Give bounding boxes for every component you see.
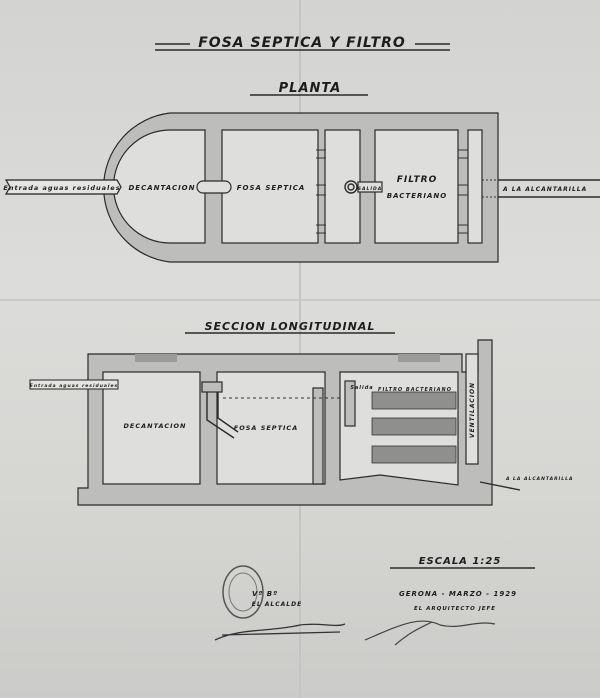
plan-heading: PLANTA bbox=[279, 81, 342, 96]
filter-gravel-layer bbox=[371, 391, 457, 410]
section-filter-label: FILTRO BACTERIANO bbox=[378, 387, 452, 393]
plan-view: Entrada aguas residuales DECANTACION FOS… bbox=[3, 112, 600, 263]
mayor-label: EL ALCALDE bbox=[252, 601, 302, 608]
drawing-title: FOSA SEPTICA Y FILTRO bbox=[155, 35, 450, 51]
section-sewer-label: A LA ALCANTARILLA bbox=[505, 476, 573, 482]
section-outlet-label: Salida bbox=[350, 385, 373, 391]
inlet-label-box bbox=[29, 379, 119, 390]
plan-decantation-label: DECANTACION bbox=[129, 184, 196, 192]
plan-filter-label: FILTRO bbox=[397, 175, 437, 185]
scale-label: ESCALA 1:25 bbox=[419, 556, 502, 567]
place-date-label: GERONA - MARZO - 1929 bbox=[399, 590, 517, 598]
section-inlet-label: Entrada aguas residuales bbox=[30, 383, 118, 389]
outlet-pipe-icon bbox=[344, 180, 358, 194]
section-septic-label: FOSA SEPTICA bbox=[234, 424, 298, 432]
official-seal-icon bbox=[222, 565, 264, 619]
plan-inlet-label: Entrada aguas residuales bbox=[3, 184, 120, 192]
architect-label: EL ARQUITECTO JEFE bbox=[414, 606, 496, 612]
plan-septic-label: FOSA SEPTICA bbox=[237, 184, 306, 192]
title-text: FOSA SEPTICA Y FILTRO bbox=[198, 35, 406, 51]
section-decantation-label: DECANTACION bbox=[124, 422, 187, 430]
architect-signature bbox=[364, 620, 496, 646]
pipe-opening bbox=[196, 180, 232, 194]
section-view: Entrada aguas residuales DECANTACION FOS… bbox=[29, 339, 573, 506]
approval-label: Vº Bº bbox=[252, 590, 278, 598]
filter-gravel-layer bbox=[371, 417, 457, 436]
mayor-signature bbox=[214, 623, 346, 641]
ventilation-label: VENTILACION bbox=[469, 382, 476, 438]
plan-outlet-label: SALIDA bbox=[358, 186, 382, 192]
section-heading: SECCION LONGITUDINAL bbox=[205, 320, 376, 333]
plan-sewer-label: A LA ALCANTARILLA bbox=[502, 186, 587, 193]
filter-gravel-layer bbox=[371, 445, 457, 464]
title-block: ESCALA 1:25 Vº Bº EL ALCALDE GERONA - MA… bbox=[214, 556, 535, 646]
plan-filter-label-2: BACTERIANO bbox=[387, 192, 447, 200]
inlet-label-box bbox=[4, 179, 122, 195]
